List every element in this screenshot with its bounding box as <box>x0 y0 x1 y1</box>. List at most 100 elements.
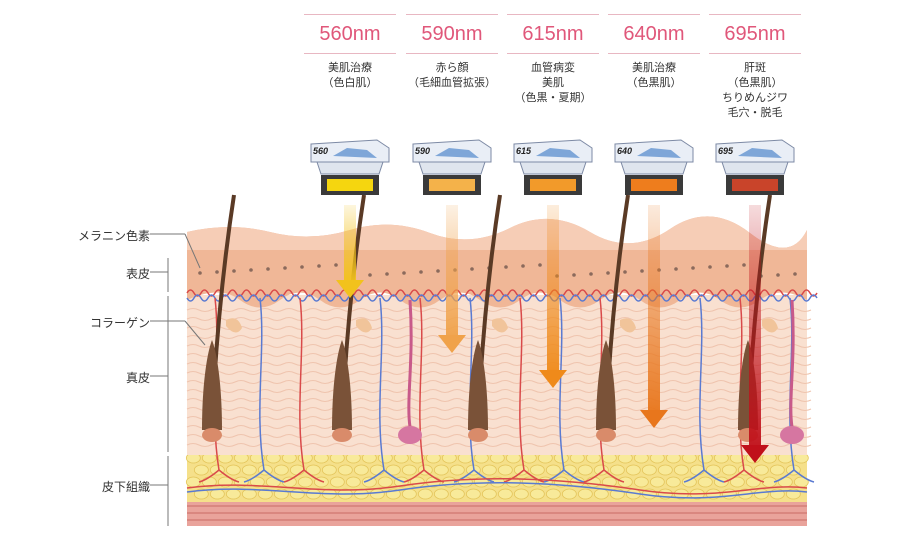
fat-cell <box>369 488 385 500</box>
fat-cell <box>561 488 577 500</box>
fat-cell <box>705 464 721 476</box>
blood-vessel-branch <box>583 469 625 483</box>
melanin-granule <box>776 273 780 277</box>
fat-cell <box>337 464 353 476</box>
fat-cell <box>497 488 513 500</box>
treatment-uses-615: 血管病変美肌（色黒・夏期） <box>498 60 608 105</box>
melanin-granule <box>572 273 576 277</box>
fat-cell <box>401 488 417 500</box>
fat-cell <box>777 476 793 488</box>
fat-cell <box>417 488 433 500</box>
sebaceous-gland <box>356 318 372 333</box>
fat-cell <box>625 464 641 476</box>
treatment-uses-560: 美肌治療 （色白肌） <box>295 60 405 90</box>
fat-cell <box>265 476 281 488</box>
fat-cell <box>577 488 593 500</box>
fat-cell <box>433 488 449 500</box>
sweat-duct <box>789 299 795 428</box>
collagen-fiber <box>186 443 812 447</box>
fat-cell <box>745 476 761 488</box>
fat-cell <box>513 488 529 500</box>
fat-cell <box>529 464 545 476</box>
fat-cell <box>329 476 345 488</box>
layer-label-subcutis: 皮下組織 <box>101 480 150 494</box>
treatment-use-line: （色白肌） <box>322 76 378 89</box>
fat-cell <box>649 476 665 488</box>
collagen-fiber <box>186 407 812 411</box>
fat-cell <box>697 476 713 488</box>
light-beam-590 <box>446 205 458 335</box>
melanin-granule <box>691 266 695 270</box>
wavelength-label-640: 640nm <box>608 14 700 54</box>
fat-cell <box>577 464 593 476</box>
blood-vessel <box>519 297 525 471</box>
wavelength-label-695: 695nm <box>709 14 801 54</box>
collagen-fiber <box>186 380 812 384</box>
melanin-granule <box>402 271 406 275</box>
light-beam-arrowhead <box>640 410 668 428</box>
filter-tip-590: 590 <box>409 138 492 198</box>
blood-vessel <box>699 297 705 471</box>
fat-cell <box>433 464 449 476</box>
fat-cell <box>241 488 257 500</box>
treatment-use-line: 肝斑 <box>744 61 766 74</box>
fat-cell <box>249 476 265 488</box>
sweat-duct <box>407 299 413 428</box>
fat-cell <box>521 476 537 488</box>
treatment-use-line: 美肌治療 <box>328 61 372 74</box>
fat-cell <box>633 476 649 488</box>
fat-cell <box>353 464 369 476</box>
sweat-gland <box>398 426 422 444</box>
melanin-granule <box>725 264 729 268</box>
layer-label-collagen: コラーゲン <box>89 316 150 330</box>
melanin-granule <box>300 265 304 269</box>
fat-cell <box>721 464 737 476</box>
hair-bulb <box>332 428 352 442</box>
blood-vessel-branch <box>243 469 285 483</box>
fat-cell <box>601 476 617 488</box>
deep-vessel-blue <box>186 482 808 499</box>
melanin-granule <box>793 272 797 276</box>
filter-tip-695: 695 <box>712 138 795 198</box>
fat-cell <box>609 464 625 476</box>
blood-vessel-branch <box>683 469 725 483</box>
fat-cell <box>209 488 225 500</box>
treatment-uses-590: 赤ら顔（毛細血管拡張） <box>397 60 507 90</box>
melanin-granule <box>198 271 202 275</box>
fat-cell <box>497 464 513 476</box>
fat-cell <box>457 476 473 488</box>
melanin-granule <box>589 272 593 276</box>
fat-cell <box>681 476 697 488</box>
treatment-use-line: 美肌 <box>542 76 564 89</box>
fat-cell <box>297 476 313 488</box>
blood-vessel-branch <box>363 469 405 483</box>
fat-cell <box>273 464 289 476</box>
melanin-granule <box>385 272 389 276</box>
superficial-plexus-blue <box>186 294 818 302</box>
fat-cell <box>257 488 273 500</box>
light-beam-arrowhead <box>438 335 466 353</box>
melanin-granule <box>249 268 253 272</box>
wavelength-label-590: 590nm <box>406 14 498 54</box>
fat-cell <box>241 464 257 476</box>
melanin-granule <box>470 267 474 271</box>
filter-code: 560 <box>313 146 329 156</box>
hair-follicle <box>468 340 488 430</box>
light-beam-615 <box>547 205 559 370</box>
fat-cell <box>593 488 609 500</box>
filter-tip-560: 560 <box>307 138 390 198</box>
fat-cell <box>225 488 241 500</box>
treatment-use-line: （色黒・夏期） <box>514 91 592 104</box>
collagen-fiber <box>186 416 812 420</box>
fat-cell <box>449 488 465 500</box>
fat-cell <box>305 464 321 476</box>
hair-follicle <box>596 340 616 430</box>
fat-cell <box>481 488 497 500</box>
blood-vessel-branch <box>503 469 545 483</box>
blood-vessel-branch <box>198 469 240 483</box>
collagen-fiber <box>186 362 812 366</box>
fat-cell <box>401 464 417 476</box>
fat-cell <box>321 464 337 476</box>
